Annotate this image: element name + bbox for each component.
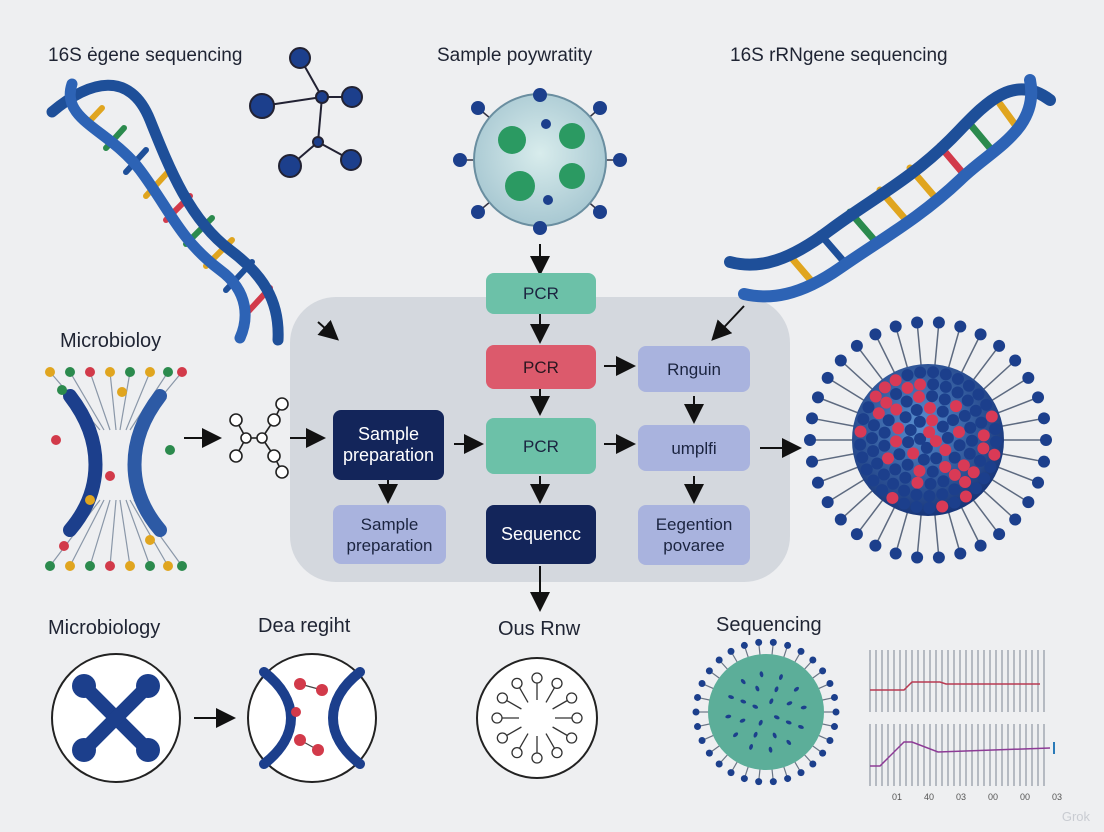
node-graph-icon bbox=[229, 397, 289, 479]
cell-icon bbox=[453, 88, 627, 235]
label-sequencing: Sequencing bbox=[716, 614, 822, 636]
label-sample-top: Sample poywratity bbox=[437, 45, 593, 66]
pcr-box-top: PCR bbox=[486, 273, 596, 314]
label-microbiology: Microbiology bbox=[48, 617, 161, 639]
rnguin-box: Rnguin bbox=[638, 346, 750, 392]
dna-helix-left-icon bbox=[46, 78, 284, 346]
pcr-box-red: PCR bbox=[486, 345, 596, 389]
egention-box: Eegention povaree bbox=[638, 505, 750, 565]
graph-tick-label: 03 bbox=[1052, 792, 1062, 802]
dna-helix-right-icon bbox=[724, 74, 1056, 303]
graph-tick-label: 03 bbox=[956, 792, 966, 802]
umplfi-box: umplfi bbox=[638, 425, 750, 471]
pcr-box-middle: PCR bbox=[486, 418, 596, 474]
graph-tick-label: 01 bbox=[892, 792, 902, 802]
flow-arrows bbox=[184, 244, 802, 728]
graph-tick-label: 00 bbox=[1020, 792, 1030, 802]
label-ous-rnw: Ous Rnw bbox=[498, 618, 581, 640]
chromosome-icon bbox=[45, 367, 187, 571]
microbiology-circle-icon bbox=[51, 653, 181, 783]
label-16s-rrna-gene-sequencing: 16S rRNgene sequencing bbox=[730, 45, 948, 66]
sequence-box: Sequencc bbox=[486, 505, 596, 564]
sequence-circle-icon bbox=[476, 657, 598, 779]
sequencing-graph-icon: 01 40 03 00 00 03 bbox=[869, 650, 1062, 802]
label-16s-gene-sequencing: 16S ėgene sequencing bbox=[48, 45, 243, 66]
sample-preparation-box-light: Sample preparation bbox=[333, 505, 446, 564]
virus-sphere-icon bbox=[804, 316, 1052, 564]
dna-region-circle-icon bbox=[247, 653, 377, 783]
watermark: Grok bbox=[1061, 809, 1090, 824]
graph-tick-label: 40 bbox=[924, 792, 934, 802]
graph-tick-label: 00 bbox=[988, 792, 998, 802]
bacterium-cell-icon bbox=[692, 638, 840, 786]
label-dea-regiht: Dea regiht bbox=[258, 615, 351, 637]
molecule-icon bbox=[249, 47, 363, 178]
sample-preparation-box-dark: Sample preparation bbox=[333, 410, 444, 480]
label-microbioloy: Microbioloy bbox=[60, 330, 162, 352]
